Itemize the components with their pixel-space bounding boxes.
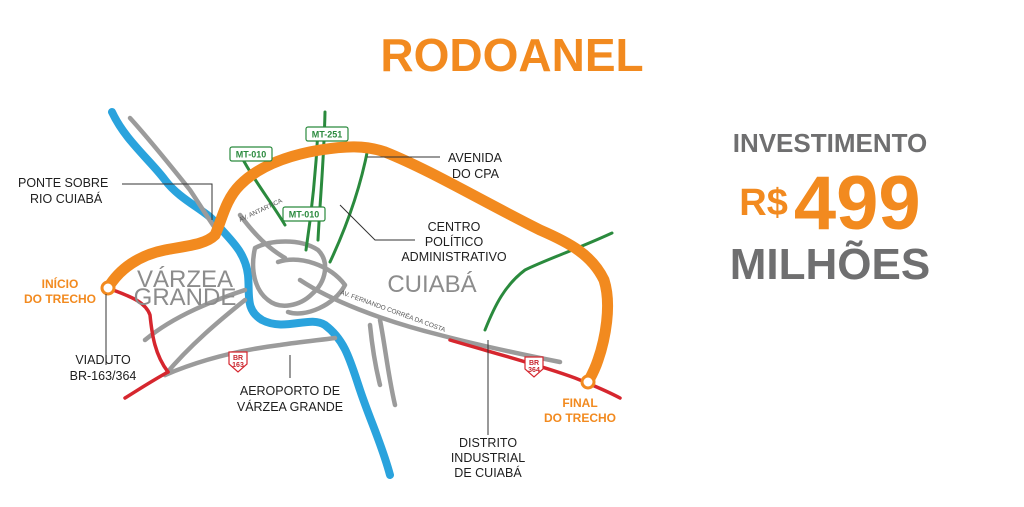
tag-mt010-a: MT-010 [229, 146, 273, 162]
label-inicio-line1: INÍCIO [42, 276, 79, 291]
tag-mt251-text: MT-251 [312, 130, 343, 140]
investment-amount: 499 [793, 161, 921, 246]
label-distrito-line1: DISTRITO [459, 436, 517, 450]
label-distrito-line3: DE CUIABÁ [454, 465, 522, 480]
label-aeroporto-line2: VÁRZEA GRANDE [237, 399, 343, 414]
label-inicio-line2: DO TRECHO [24, 292, 96, 306]
label-centro-line3: ADMINISTRATIVO [401, 250, 507, 264]
shield-br364: BR 364 [524, 356, 544, 378]
label-avenida-line1: AVENIDA [448, 151, 503, 165]
label-ponte-line2: RIO CUIABÁ [30, 191, 103, 206]
inicio-point [100, 280, 116, 296]
label-final-line1: FINAL [562, 396, 597, 410]
tag-mt251: MT-251 [305, 126, 349, 142]
rio-cuiaba-river [108, 108, 394, 479]
page-title: RODOANEL [380, 29, 644, 81]
shield-br364-line2: 364 [528, 367, 540, 374]
label-viaduto-line2: BR-163/364 [70, 369, 137, 383]
label-distrito-line2: INDUSTRIAL [451, 451, 525, 465]
shield-br163-line1: BR [233, 355, 243, 362]
investment-unit: MILHÕES [729, 240, 931, 289]
investment-currency: R$ [739, 182, 788, 224]
urban-roads [127, 115, 563, 408]
tag-mt010-b: MT-010 [282, 206, 326, 222]
br-highways [106, 286, 622, 400]
label-centro-line2: POLÍTICO [425, 234, 484, 249]
rodoanel-route [102, 141, 614, 388]
shield-br163: BR 163 [228, 351, 248, 373]
tag-mt010-a-text: MT-010 [236, 150, 267, 160]
shield-br364-line1: BR [529, 360, 539, 367]
city-varzea-line1: VÁRZEA [137, 266, 233, 293]
label-ponte-line1: PONTE SOBRE [18, 176, 108, 190]
leader-lines [105, 156, 489, 435]
shield-br163-line2: 163 [232, 362, 244, 369]
label-viaduto-line1: VIADUTO [75, 353, 131, 367]
label-avenida-line2: DO CPA [452, 167, 500, 181]
tag-mt010-b-text: MT-010 [289, 210, 320, 220]
city-varzea-line2: GRANDE [134, 284, 237, 311]
investment-label: INVESTIMENTO [732, 128, 928, 158]
label-aeroporto-line1: AEROPORTO DE [240, 384, 340, 398]
city-cuiaba: CUIABÁ [387, 271, 476, 298]
label-centro-line1: CENTRO [428, 220, 481, 234]
label-final-line2: DO TRECHO [544, 411, 616, 425]
final-point [580, 374, 596, 390]
investment-value: R$499 [712, 160, 948, 247]
